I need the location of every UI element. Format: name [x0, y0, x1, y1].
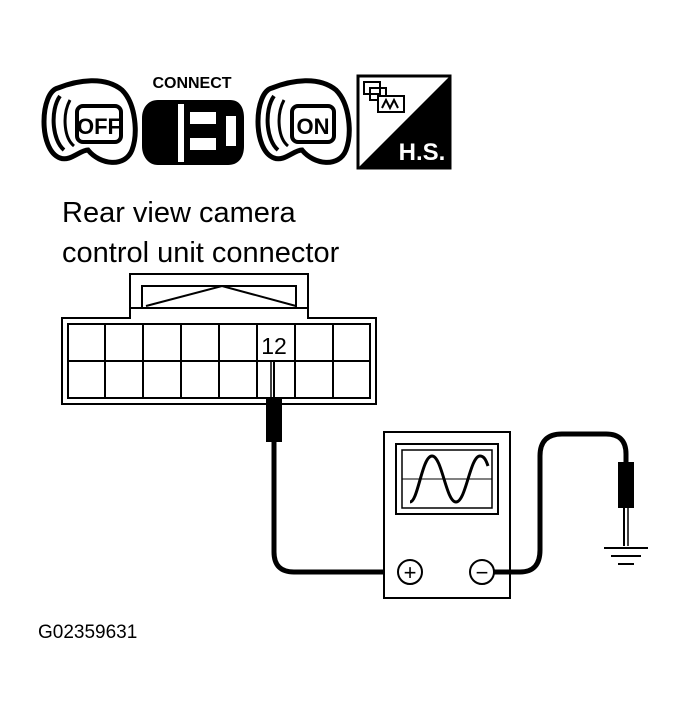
- ground-symbol-icon: [604, 547, 648, 565]
- ignition-key-off-icon: OFF: [41, 78, 138, 165]
- terminal-12-label: 12: [261, 333, 287, 359]
- positive-probe-lead: [266, 360, 398, 575]
- connector-title-line-1: Rear view camera: [62, 197, 296, 229]
- connector-title-line-2: control unit connector: [62, 237, 340, 269]
- key-off-label: OFF: [77, 114, 121, 139]
- ground-probe-lead: [494, 431, 634, 575]
- connector-housing: [61, 273, 377, 405]
- connect-plug-icon: CONNECT: [142, 75, 244, 165]
- key-on-label: ON: [297, 114, 330, 139]
- plus-terminal-symbol: +: [404, 560, 417, 585]
- oscilloscope: + −: [383, 431, 511, 599]
- ignition-key-on-icon: ON: [255, 78, 352, 165]
- terminal-12-cell: [259, 326, 293, 358]
- harness-signal-icon: H.S.: [356, 74, 452, 170]
- connect-label: CONNECT: [152, 75, 231, 92]
- minus-terminal-symbol: −: [476, 560, 489, 585]
- hs-label: H.S.: [399, 139, 446, 166]
- figure-id: G02359631: [38, 622, 138, 643]
